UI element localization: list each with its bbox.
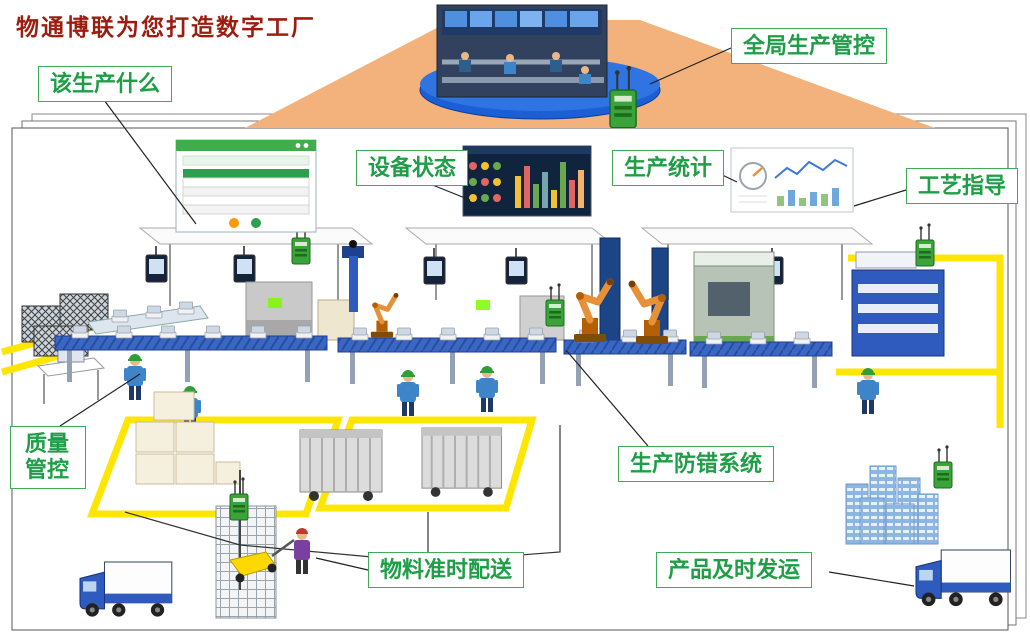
city-buildings <box>845 465 939 545</box>
andon-screen <box>462 145 592 217</box>
line-machines <box>245 222 945 357</box>
callout-product-shipment: 产品及时发运 <box>656 552 813 589</box>
callout-what-to-produce: 该生产什么 <box>38 66 173 103</box>
callout-equipment-status: 设备状态 <box>356 150 469 187</box>
pallet-jack <box>229 528 310 583</box>
callout-process-guidance: 工艺指导 <box>906 168 1019 205</box>
page-title: 物通博联为您打造数字工厂 <box>16 14 316 41</box>
control-room-photo <box>436 4 608 98</box>
packed-boxes <box>135 391 241 485</box>
callout-quality-control: 质量管控 <box>10 426 86 489</box>
raw-material-crates <box>21 293 209 357</box>
callout-error-proofing: 生产防错系统 <box>618 446 775 483</box>
erp-screen <box>175 139 317 233</box>
callout-production-statistics: 生产统计 <box>612 150 725 187</box>
material-cart <box>421 427 503 498</box>
callout-material-delivery: 物料准时配送 <box>368 552 525 589</box>
conveyor-line <box>54 282 833 388</box>
stats-screen <box>730 147 854 213</box>
material-cart <box>299 429 383 502</box>
callout-global-production-control: 全局生产管控 <box>731 28 888 65</box>
